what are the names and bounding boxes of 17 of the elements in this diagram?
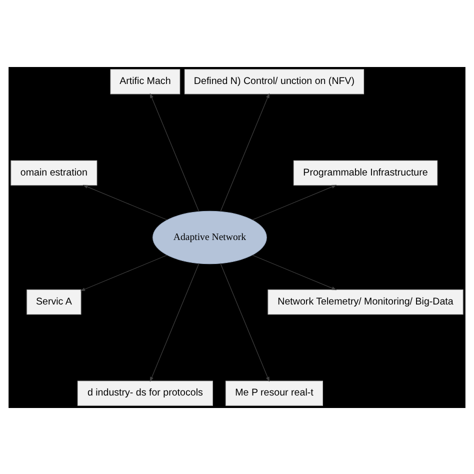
arrow [220,262,270,382]
node-box: Artific Mach [110,68,180,94]
node-ellipse: Adaptive Network [152,210,267,264]
node-box: d industry- ds for protocols [77,380,213,406]
arrow [150,262,200,382]
node-box: Defined N) Control/ unction on (NFV) [184,68,364,94]
node-box: Network Telemetry/ Monitoring/ Big-Data [268,288,464,314]
node-box: Servic A [26,288,82,314]
arrow [252,184,337,220]
arrow [150,92,200,212]
node-box: omain estration [10,160,98,186]
arrow [82,184,168,220]
arrow [220,92,270,212]
node-box: Me P resour real-t [226,380,323,406]
node-box: Programmable Infrastructure [293,160,438,186]
arrow [80,254,168,291]
arrow [252,254,337,290]
